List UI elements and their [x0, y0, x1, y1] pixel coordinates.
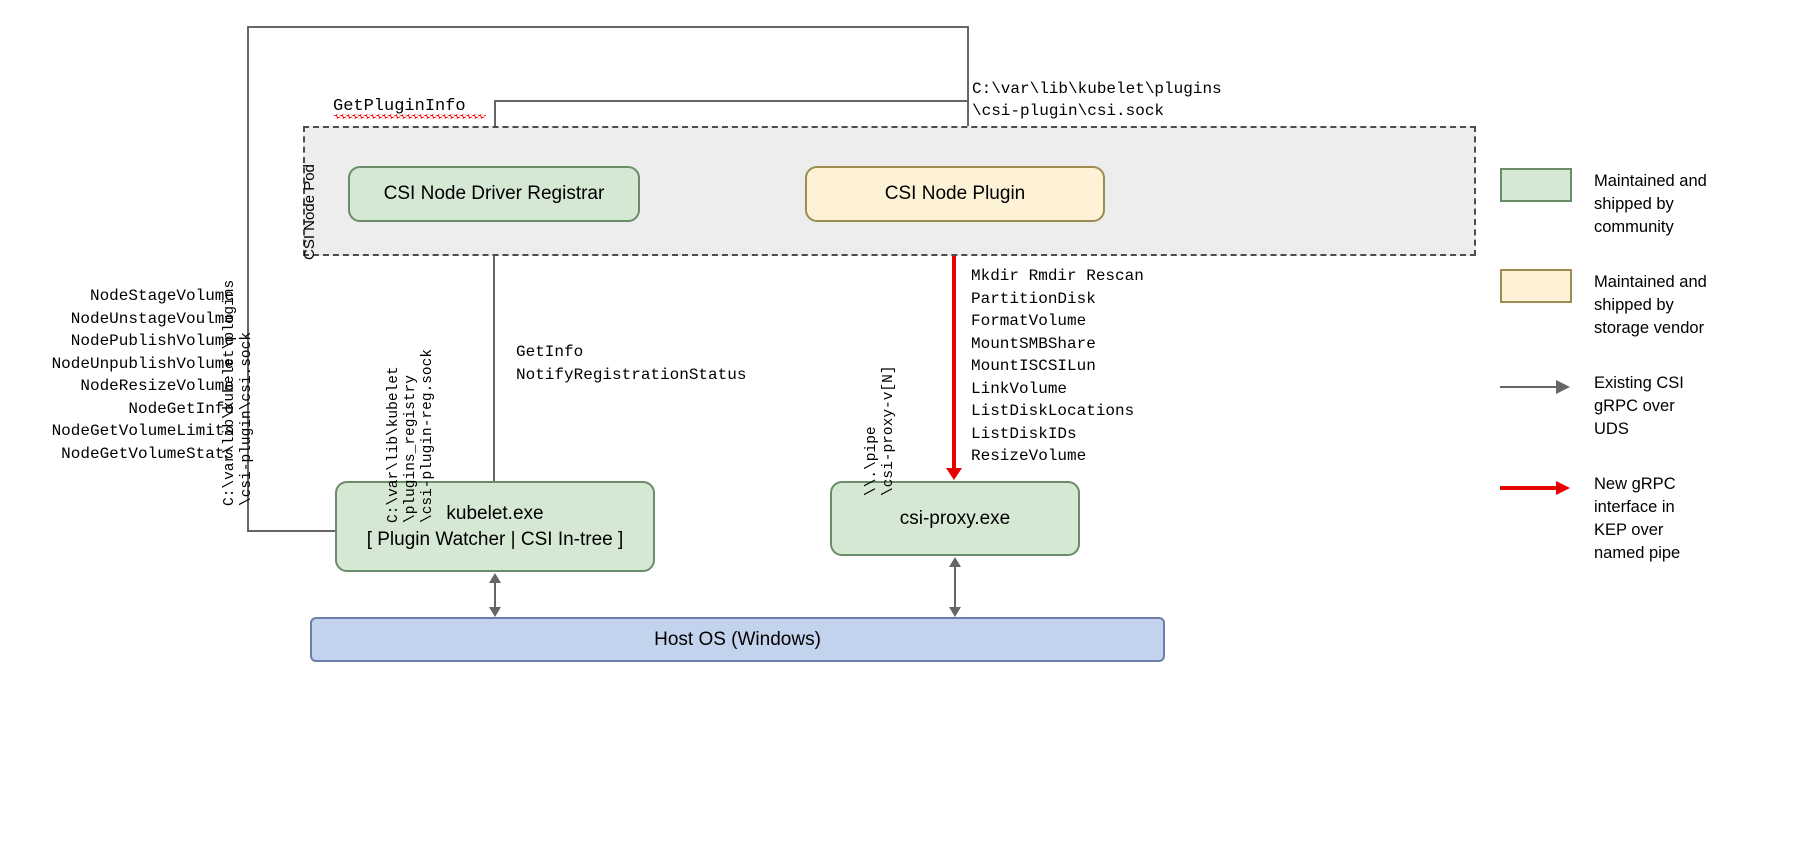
connector-registrar-getplugininfo-horizontal: [494, 100, 968, 102]
connector-kubelet-left-stub: [247, 530, 337, 532]
arrowhead-kubelet-down: [489, 607, 501, 617]
label-registry-socket-path-rotated: C:\var\lib\kubelet \plugins_registry \cs…: [386, 348, 436, 523]
csi-node-pod-label: CSI Node Pod: [301, 164, 318, 260]
legend-label-new-grpc: New gRPC interface in KEP over named pip…: [1594, 475, 1681, 562]
legend-item-existing-grpc: Existing CSI gRPC over UDS: [1500, 370, 1800, 441]
legend-item-community: Maintained and shipped by community: [1500, 168, 1800, 239]
box-host-os-label: Host OS (Windows): [654, 628, 821, 650]
legend-item-vendor: Maintained and shipped by storage vendor: [1500, 269, 1800, 340]
spellcheck-squiggle-underline: [334, 114, 486, 119]
box-csi-node-plugin-label: CSI Node Plugin: [884, 183, 1026, 205]
label-plugin-socket-path: C:\var\lib\kubelet\plugins \csi-plugin\c…: [972, 80, 1222, 120]
box-host-os[interactable]: Host OS (Windows): [310, 617, 1165, 662]
box-kubelet-exe-subtitle: [ Plugin Watcher | CSI In-tree ]: [366, 528, 624, 550]
legend-arrow-gray-icon: [1500, 370, 1572, 404]
connector-csi-proxy-to-host-os: [954, 567, 956, 609]
connector-kubelet-to-plugin-horizontal-top: [247, 26, 967, 28]
label-uds-socket-path-rotated: C:\var\lib\kubelet\plugins \csi-plugin\c…: [222, 279, 255, 506]
arrowhead-to-csi-proxy: [946, 468, 962, 480]
box-kubelet-exe[interactable]: kubelet.exe [ Plugin Watcher | CSI In-tr…: [335, 481, 655, 572]
box-csi-node-driver-registrar-label: CSI Node Driver Registrar: [383, 183, 605, 205]
arrowhead-csi-proxy-down: [949, 607, 961, 617]
legend-label-existing-grpc: Existing CSI gRPC over UDS: [1594, 374, 1684, 438]
box-csi-node-driver-registrar[interactable]: CSI Node Driver Registrar: [348, 166, 640, 222]
box-csi-node-plugin[interactable]: CSI Node Plugin: [805, 166, 1105, 222]
connector-into-node-plugin: [967, 26, 969, 155]
connector-kubelet-to-host-os: [494, 583, 496, 609]
legend-arrow-red-icon: [1500, 471, 1572, 505]
arrowhead-kubelet-up: [489, 573, 501, 583]
legend-label-community: Maintained and shipped by community: [1594, 172, 1707, 236]
connector-kubelet-to-plugin-vertical-left: [247, 26, 249, 531]
legend-swatch-community-green: [1500, 168, 1572, 202]
legend-swatch-vendor-cream: [1500, 269, 1572, 303]
label-node-rpc-list: NodeStageVolume NodeUnstageVoulme NodePu…: [51, 287, 234, 463]
box-csi-proxy-exe-label: csi-proxy.exe: [899, 507, 1011, 529]
legend-item-new-grpc: New gRPC interface in KEP over named pip…: [1500, 471, 1800, 565]
legend: Maintained and shipped by community Main…: [1500, 168, 1800, 595]
box-csi-proxy-exe[interactable]: csi-proxy.exe: [830, 481, 1080, 556]
connector-node-plugin-to-csi-proxy: [952, 222, 956, 471]
arrowhead-csi-proxy-up: [949, 557, 961, 567]
connector-kubelet-to-registrar: [493, 232, 495, 481]
legend-label-vendor: Maintained and shipped by storage vendor: [1594, 273, 1707, 337]
label-named-pipe-rotated: \\.\pipe \csi-proxy-v[N]: [864, 365, 897, 496]
label-csi-proxy-rpc-list: Mkdir Rmdir Rescan PartitionDisk FormatV…: [971, 267, 1144, 465]
label-registration-rpc-list: GetInfo NotifyRegistrationStatus: [516, 343, 747, 384]
box-kubelet-exe-title: kubelet.exe: [446, 502, 544, 524]
label-get-plugin-info: GetPluginInfo: [333, 97, 466, 116]
